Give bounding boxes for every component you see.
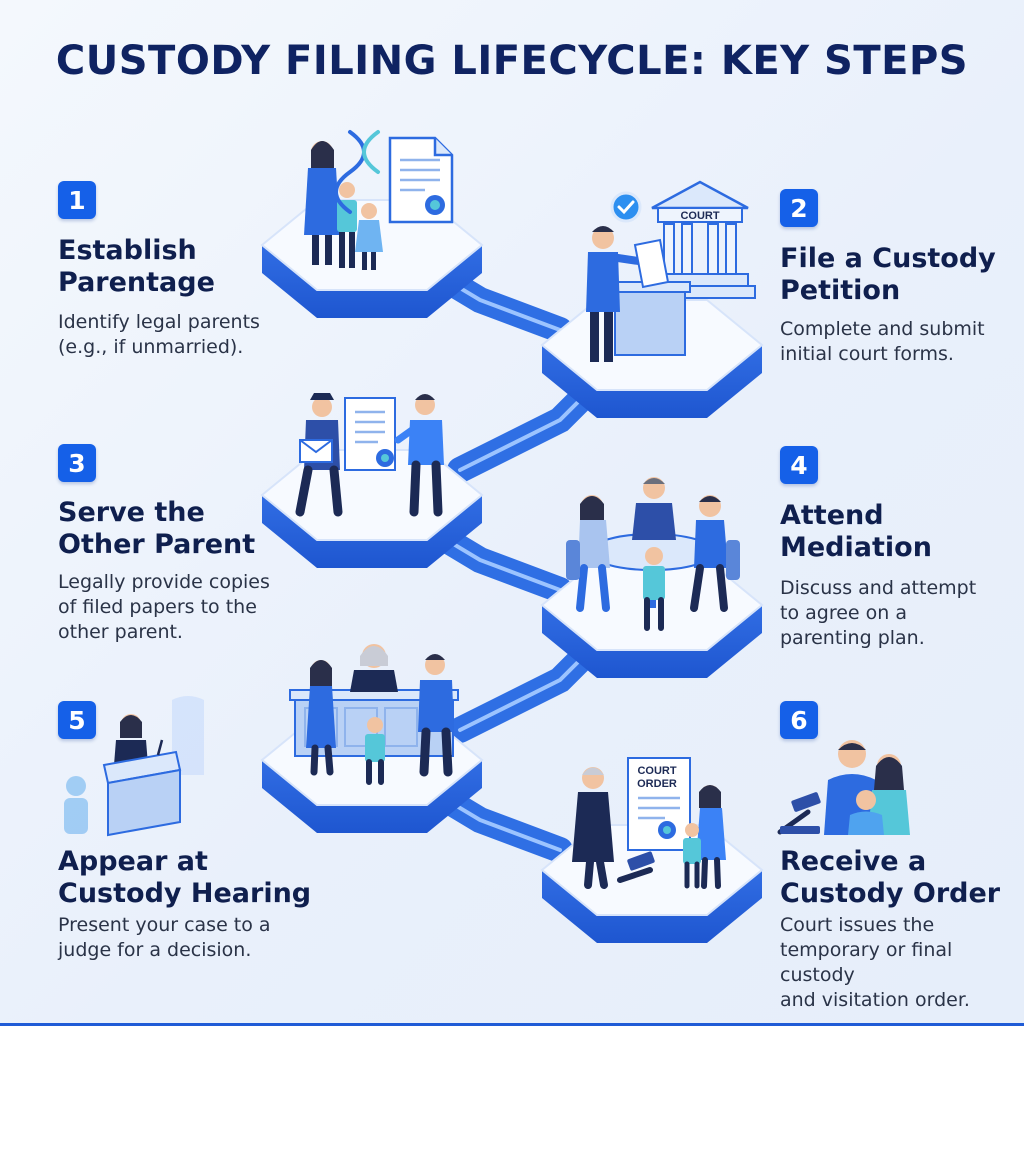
certificate-icon [388, 136, 454, 224]
step-5-badge: 5 [58, 701, 96, 739]
petitioner-figure [586, 226, 691, 362]
step-6-description: Court issues the temporary or final cust… [780, 914, 970, 1011]
infographic-canvas: CUSTODY FILING LIFECYCLE: KEY STEPS [0, 0, 1024, 1024]
family-illustration [304, 141, 383, 270]
court-order-illustration: COURT ORDER [572, 757, 726, 889]
step-1-title: Establish Parentage [58, 235, 215, 298]
step-6-badge: 6 [780, 701, 818, 739]
step-3-title: Serve the Other Parent [58, 497, 256, 560]
family-hug-icon [777, 740, 910, 835]
podium-illustration [64, 696, 204, 837]
lifecycle-illustration: COURT [64, 130, 910, 943]
page-title: CUSTODY FILING LIFECYCLE: KEY STEPS [55, 38, 969, 84]
step-6-title: Receive a Custody Order [780, 846, 1001, 909]
bottom-divider [0, 1023, 1024, 1026]
check-icon [610, 191, 642, 223]
step-5-title: Appear at Custody Hearing [58, 846, 312, 909]
platform-4 [540, 559, 764, 678]
step-3-description: Legally provide copies of filed papers t… [58, 571, 270, 643]
step-4-title: Attend Mediation [780, 500, 932, 563]
step-2-description: Complete and submit initial court forms. [780, 318, 985, 365]
step-2-title: File a Custody Petition [780, 243, 996, 306]
step-2-badge: 2 [780, 189, 818, 227]
svg-text:ORDER: ORDER [637, 778, 677, 790]
step-3-badge: 3 [58, 444, 96, 482]
dna-icon [334, 130, 380, 214]
svg-text:COURT: COURT [680, 210, 719, 222]
platform-3 [260, 449, 484, 568]
step-5-description: Present your case to a judge for a decis… [58, 914, 271, 961]
step-4-badge: 4 [780, 446, 818, 484]
courtroom-illustration [289, 644, 459, 785]
blank-footer-area [0, 1026, 1024, 1154]
svg-text:COURT: COURT [637, 765, 676, 777]
process-server-illustration [295, 393, 444, 517]
step-4-description: Discuss and attempt to agree on a parent… [780, 577, 977, 649]
step-1-description: Identify legal parents (e.g., if unmarri… [58, 311, 260, 358]
mediation-illustration [566, 477, 740, 631]
step-1-badge: 1 [58, 181, 96, 219]
